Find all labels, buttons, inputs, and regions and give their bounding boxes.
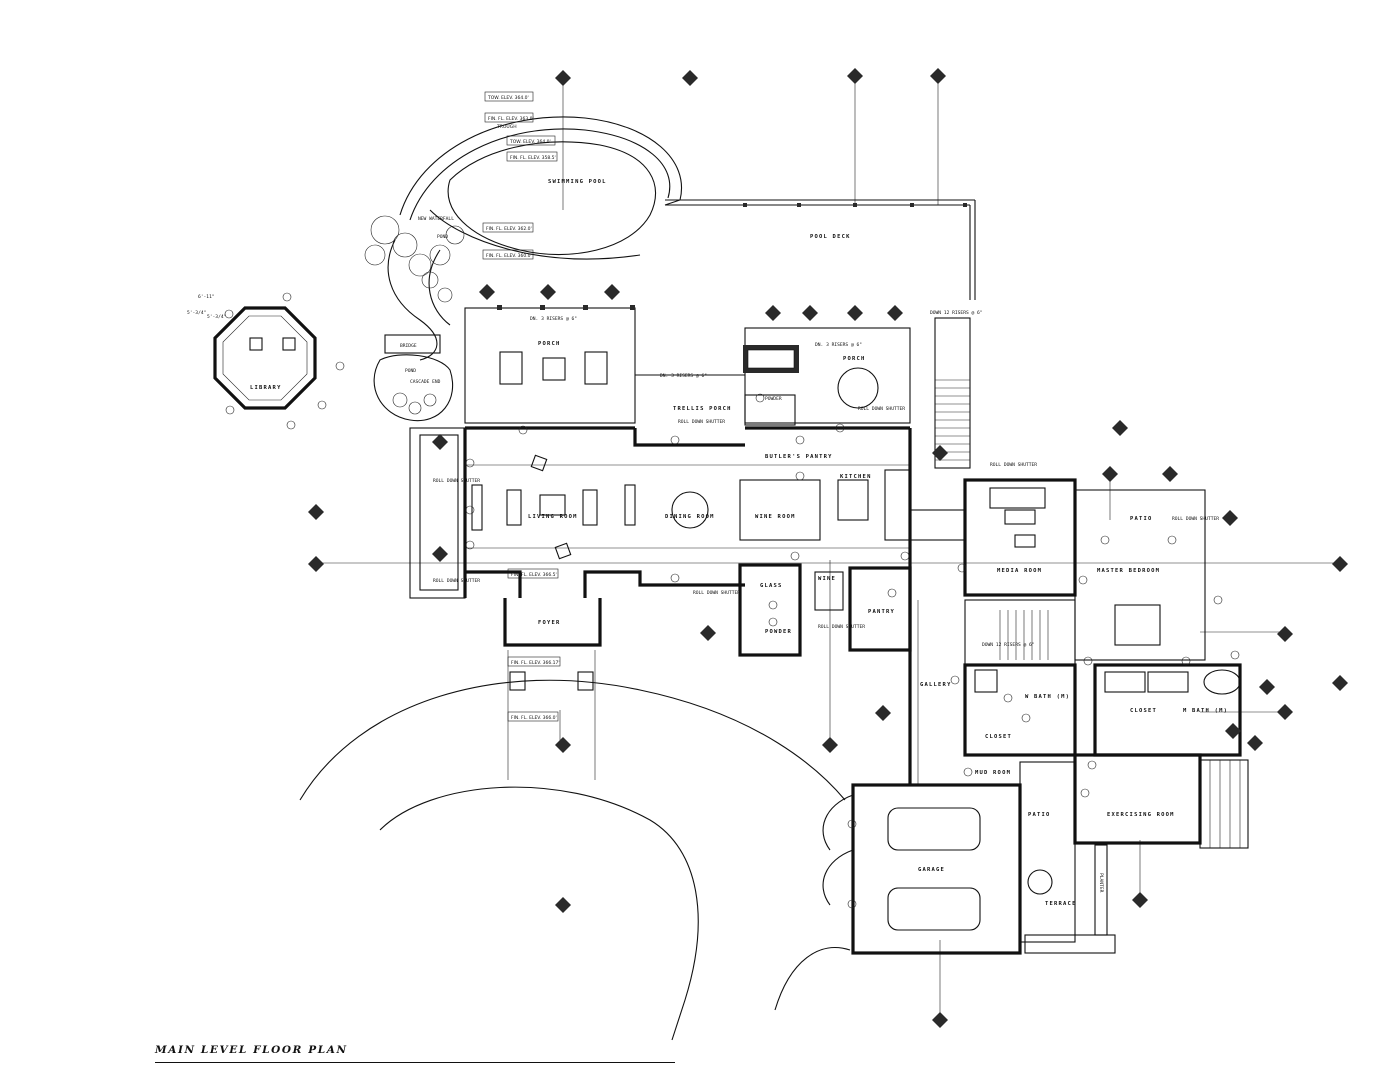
pond-upper-label: POND <box>437 234 448 240</box>
patio-master-label: PATIO <box>1130 516 1153 522</box>
main-house: PORCH DN. 3 RISERS @ 6" DN. 3 RISERS @ 6… <box>409 305 1249 955</box>
powder-label: POWDER <box>765 629 792 635</box>
trough-note: TROUGH <box>496 124 517 130</box>
mud-room-label: MUD ROOM <box>975 770 1011 776</box>
porch-east-label: PORCH <box>843 356 866 362</box>
library-dim-2: 5'-3/4" <box>187 310 206 316</box>
pond-lower-label: POND <box>405 368 416 374</box>
door-tags <box>465 393 1240 909</box>
elevation-tag: TOW. ELEV. 364.0' <box>509 139 551 145</box>
patio-south-label: PATIO <box>1028 812 1051 818</box>
section-markers <box>308 68 1348 1028</box>
garage-label: GARAGE <box>918 867 945 873</box>
wine-label: WINE <box>818 576 836 582</box>
library-dim-1: 6'-11" <box>198 294 215 300</box>
dining-room-label: DINING ROOM <box>665 514 715 520</box>
elevation-tag: FIN. FL. ELEV. 362.0' <box>486 226 532 232</box>
library-label: LIBRARY <box>250 385 282 391</box>
elevation-tag: FIN. FL. ELEV. 366.5' <box>511 572 557 578</box>
glass-label: GLASS <box>760 583 783 589</box>
driveway <box>299 679 851 1041</box>
roll-down-note-2: ROLL DOWN SHUTTER <box>433 578 480 584</box>
wine-room-label: WINE ROOM <box>755 514 796 520</box>
elevation-tag: FIN. FL. ELEV. 366.17' <box>511 660 560 666</box>
title-underline <box>155 1062 675 1063</box>
master-bedroom-label: MASTER BEDROOM <box>1097 568 1160 574</box>
w-bath-label: W BATH (M) <box>1025 694 1070 700</box>
m-bath-label: M BATH (M) <box>1183 708 1228 714</box>
drawing-title: MAIN LEVEL FLOOR PLAN <box>155 1044 348 1056</box>
risers-note-3: DN. 3 RISERS @ 6" <box>815 342 862 348</box>
risers-note-2: DN. 3 RISERS @ 6" <box>660 373 707 379</box>
stair-treads-lower <box>999 610 1049 660</box>
down-risers-note: DOWN 12 RISERS @ 6" <box>930 310 983 316</box>
cascade-note: CASCADE END <box>410 379 441 385</box>
closet-w-label: CLOSET <box>985 734 1012 740</box>
risers-note-1: DN. 3 RISERS @ 6" <box>530 316 577 322</box>
down-risers-note-2: DOWN 12 RISERS @ 6" <box>982 642 1035 648</box>
roll-down-note-4: ROLL DOWN SHUTTER <box>858 406 905 412</box>
swimming-pool-area: SWIMMING POOL POOL DECK NEW WATERFALL PO… <box>364 116 976 422</box>
elevation-tag: FIN. FL. ELEV. 360.0' <box>486 253 532 259</box>
deck-stair <box>1209 760 1241 848</box>
kitchen-label: KITCHEN <box>840 474 872 480</box>
elevation-tag: FIN. FL. ELEV. 358.5' <box>510 155 556 161</box>
roll-down-note-6: ROLL DOWN SHUTTER <box>818 624 865 630</box>
pantry-label: PANTRY <box>868 609 895 615</box>
roll-down-note-1: ROLL DOWN SHUTTER <box>433 478 480 484</box>
bridge-label: BRIDGE <box>400 343 417 349</box>
closet-m-label: CLOSET <box>1130 708 1157 714</box>
trellis-porch-label: TRELLIS PORCH <box>673 406 732 412</box>
media-room-label: MEDIA ROOM <box>997 568 1042 574</box>
powder-north-label: POWDER <box>765 396 782 402</box>
roll-down-note-5: ROLL DOWN SHUTTER <box>693 590 740 596</box>
waterfall-note: NEW WATERFALL <box>418 216 454 222</box>
roll-down-note-8: ROLL DOWN SHUTTER <box>1172 516 1219 522</box>
elevation-tags: TOW. ELEV. 364.0' FIN. FL. ELEV. 363.0' … <box>482 91 561 722</box>
roll-down-note-3: ROLL DOWN SHUTTER <box>678 419 725 425</box>
library-dim-3: 5'-3/4" <box>207 314 226 320</box>
library-pavilion: LIBRARY 6'-11" 5'-3/4" 5'-3/4" <box>187 292 345 430</box>
gallery-label: GALLERY <box>920 682 952 688</box>
butlers-pantry-label: BUTLER'S PANTRY <box>765 454 833 460</box>
planter-label: PLANTER <box>1098 873 1104 893</box>
terrace-label: TERRACE <box>1045 901 1077 907</box>
foyer-label: FOYER <box>538 620 561 626</box>
pool-deck-label: POOL DECK <box>810 234 851 240</box>
porch-west-label: PORCH <box>538 341 561 347</box>
elevation-tag: FIN. FL. ELEV. 366.0' <box>511 715 557 721</box>
swimming-pool-label: SWIMMING POOL <box>548 179 607 185</box>
living-room-label: LIVING ROOM <box>528 514 578 520</box>
elevation-tag: FIN. FL. ELEV. 363.0' <box>488 116 534 122</box>
exercise-room-label: EXERCISING ROOM <box>1107 812 1175 818</box>
roll-down-note-7: ROLL DOWN SHUTTER <box>990 462 1037 468</box>
elevation-tag: TOW. ELEV. 364.0' <box>487 95 529 101</box>
